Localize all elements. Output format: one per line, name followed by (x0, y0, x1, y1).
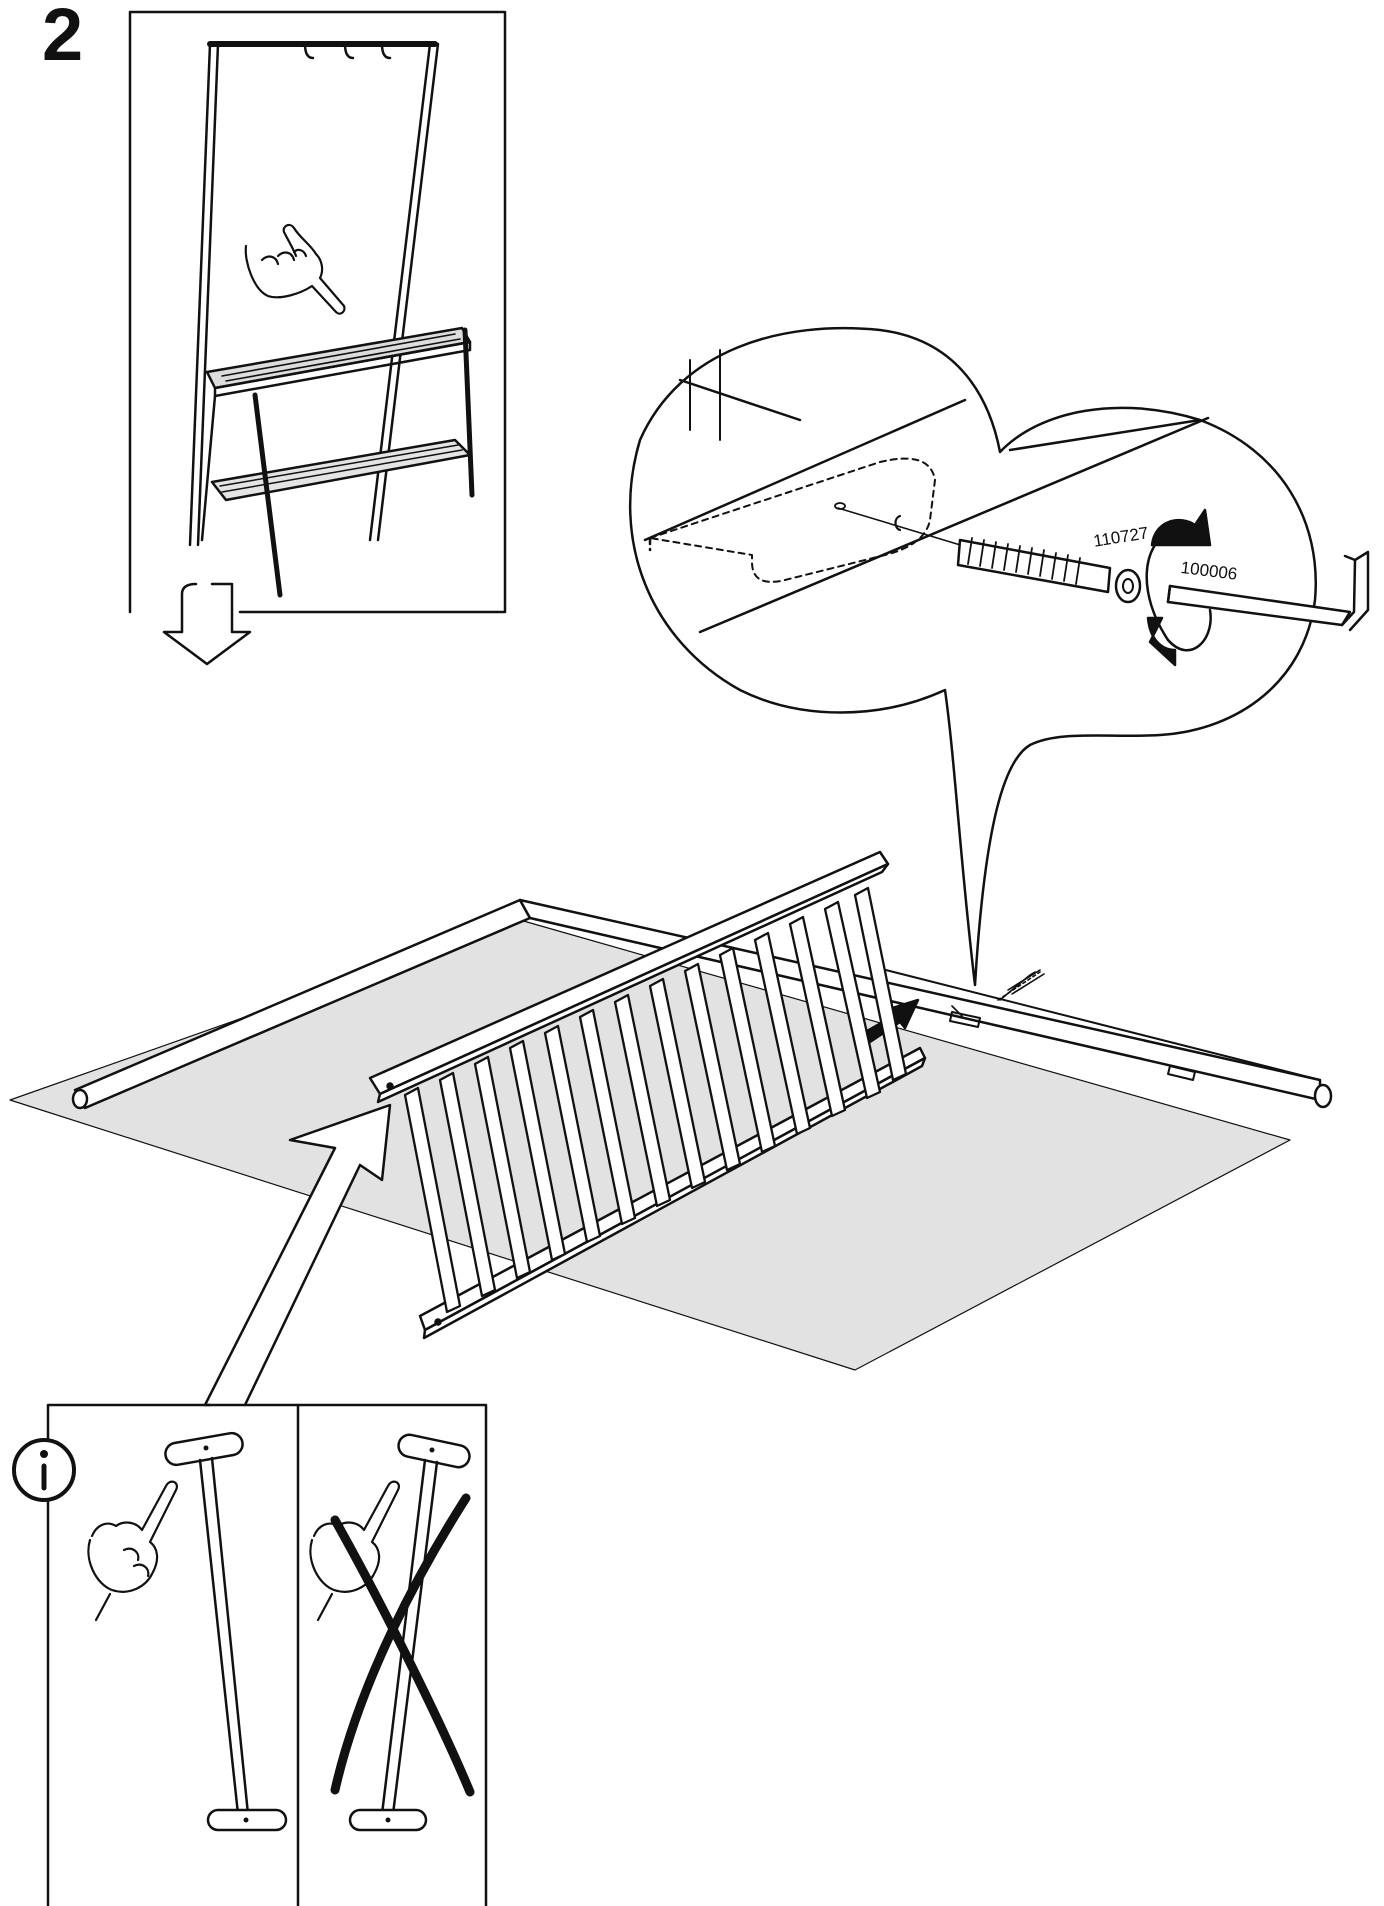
screw-110727 (956, 537, 1142, 604)
correct-orientation (87, 1431, 288, 1832)
rotate-arrow-icon (1145, 508, 1212, 667)
slatted-board (368, 850, 927, 1340)
cross-mark-icon (330, 1493, 475, 1797)
callout-arrow (203, 1103, 392, 1407)
info-panel (12, 1403, 488, 1906)
rack-overview (188, 41, 475, 598)
hand-icon (87, 1480, 178, 1622)
info-icon (12, 1438, 76, 1502)
allen-key-100006 (1166, 550, 1370, 632)
overview-panel (128, 10, 507, 666)
incorrect-orientation (309, 1433, 475, 1832)
detail-bubble (628, 326, 1370, 987)
assembly-scene (9, 850, 1333, 1407)
step-number: 2 (42, 0, 84, 76)
hand-icon (244, 223, 346, 315)
outline-down-arrow-icon (162, 582, 252, 666)
loose-screw (997, 969, 1045, 1001)
